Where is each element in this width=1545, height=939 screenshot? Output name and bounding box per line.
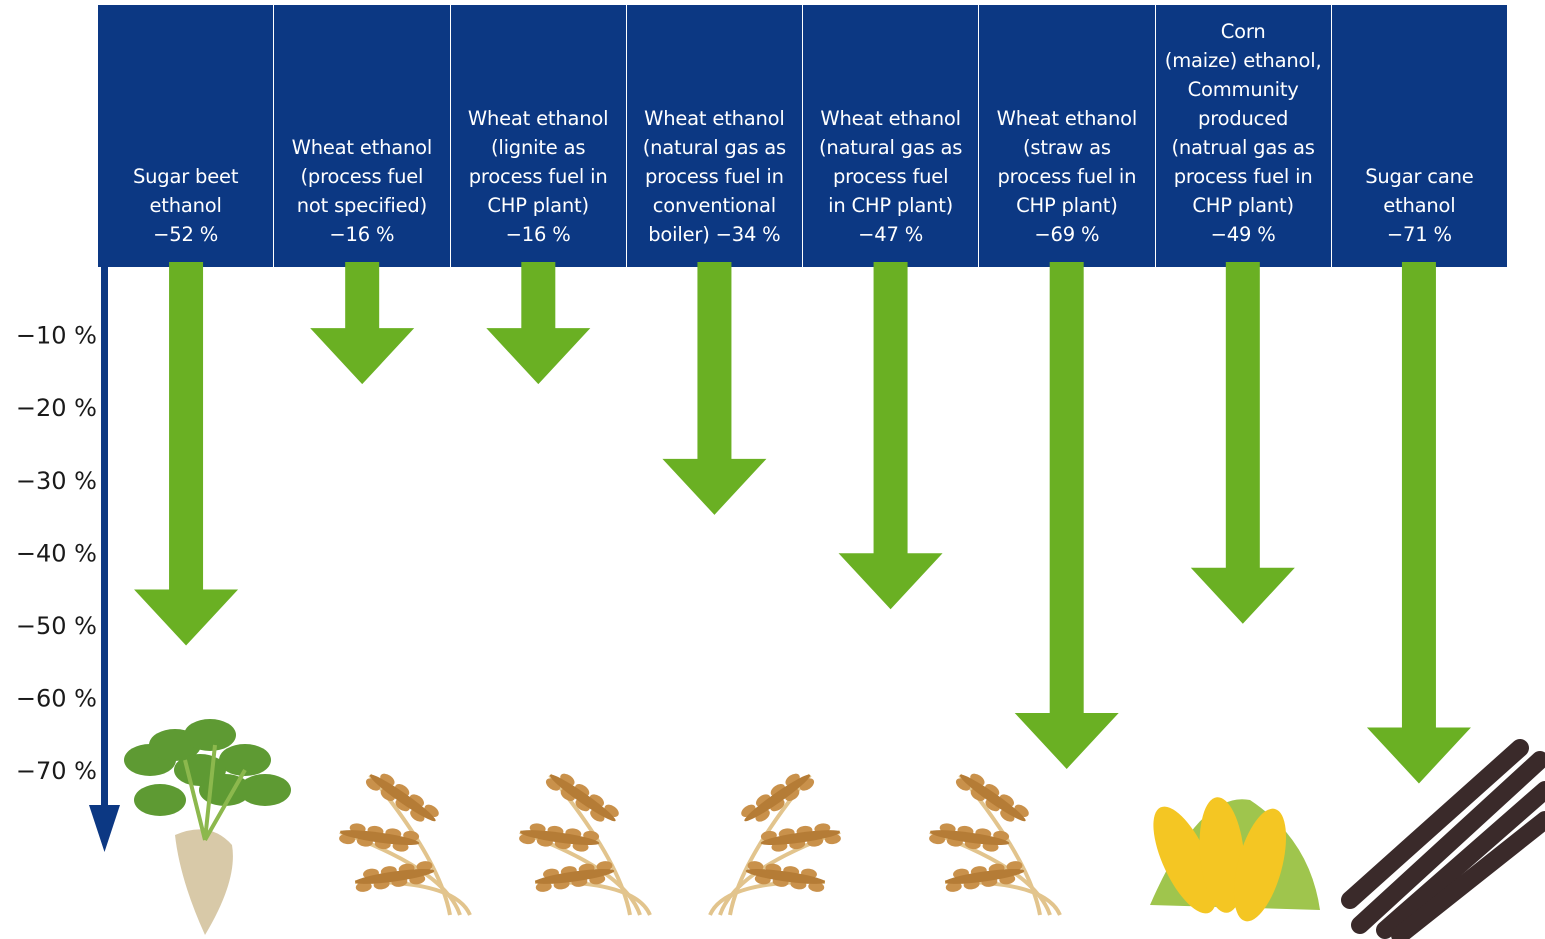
- wheat-icon: [519, 773, 652, 916]
- wheat-icon: [929, 773, 1062, 916]
- reduction-arrow-3: [486, 262, 591, 385]
- reduction-arrow-6: [1014, 262, 1119, 769]
- category-column-4: Wheat ethanol (natural gas as process fu…: [627, 5, 803, 267]
- corn-icon: [1150, 797, 1320, 922]
- reduction-arrow-5: [838, 262, 943, 610]
- y-tick-label: −40 %: [16, 539, 97, 567]
- reduction-arrow-8: [1366, 262, 1471, 784]
- wheat-icon: [339, 773, 472, 916]
- wheat-icon: [708, 773, 841, 916]
- y-tick-label: −30 %: [16, 467, 97, 495]
- sugar-cane-icon: [1341, 739, 1545, 939]
- reduction-arrow-1: [134, 262, 239, 646]
- category-column-1: Sugar beet ethanol −52 %: [98, 5, 275, 267]
- reduction-arrow-2: [310, 262, 415, 385]
- category-label: Sugar cane ethanol −71 %: [1365, 165, 1474, 246]
- category-label: Wheat ethanol (natural gas as process fu…: [642, 107, 787, 246]
- sugar-beet-icon: [124, 719, 291, 935]
- y-axis-line: [101, 265, 108, 817]
- category-label: Wheat ethanol (lignite as process fuel i…: [467, 107, 609, 246]
- y-tick-label: −50 %: [16, 612, 97, 640]
- category-header: Sugar beet ethanol −52 % Wheat ethanol (p…: [98, 5, 1507, 267]
- reduction-arrow-7: [1190, 262, 1295, 624]
- category-column-2: Wheat ethanol (process fuel not specifie…: [274, 5, 451, 267]
- category-label: Wheat ethanol (straw as process fuel in …: [996, 107, 1138, 246]
- y-axis-arrowhead: [89, 805, 120, 852]
- category-column-3: Wheat ethanol (lignite as process fuel i…: [451, 5, 627, 267]
- category-label: Sugar beet ethanol −52 %: [132, 165, 239, 246]
- y-tick-label: −60 %: [16, 685, 97, 713]
- category-label: Wheat ethanol (process fuel not specifie…: [291, 136, 433, 246]
- category-column-5: Wheat ethanol (natural gas as process fu…: [803, 5, 980, 267]
- y-tick-label: −10 %: [16, 322, 97, 350]
- y-tick-label: −20 %: [16, 394, 97, 422]
- reduction-arrow-4: [662, 262, 767, 515]
- category-label: Corn (maize) ethanol, Community produced…: [1164, 20, 1322, 246]
- category-label: Wheat ethanol (natural gas as process fu…: [818, 107, 963, 246]
- category-column-6: Wheat ethanol (straw as process fuel in …: [979, 5, 1156, 267]
- category-column-8: Sugar cane ethanol −71 %: [1332, 5, 1507, 267]
- y-tick-label: −70 %: [16, 757, 97, 785]
- category-column-7: Corn (maize) ethanol, Community produced…: [1156, 5, 1332, 267]
